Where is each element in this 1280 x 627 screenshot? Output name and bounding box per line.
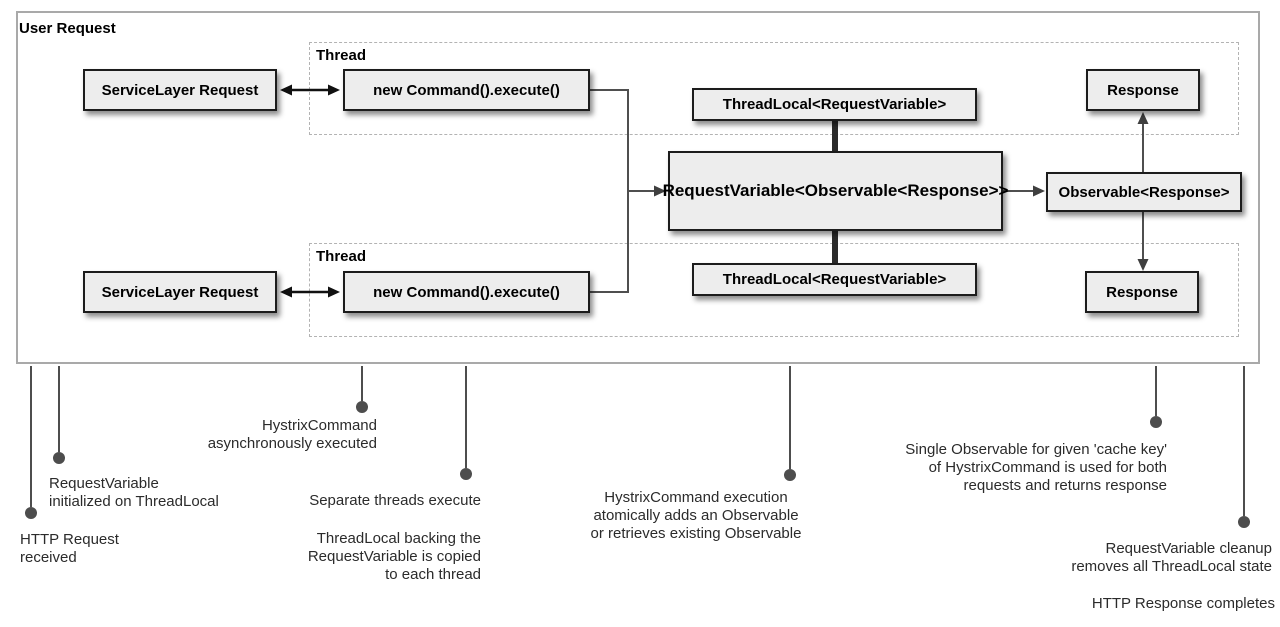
annotation-threadlocal-backing: ThreadLocal backing the RequestVariable … bbox=[307, 530, 481, 583]
node-service-layer-request-bottom: ServiceLayer Request bbox=[83, 271, 277, 313]
node-service-layer-request-top: ServiceLayer Request bbox=[83, 69, 277, 111]
annotation-http-response: HTTP Response completes bbox=[1091, 595, 1275, 612]
node-threadlocal-top: ThreadLocal<RequestVariable> bbox=[692, 88, 977, 121]
annotation-hystrix-async: HystrixCommand asynchronously executed bbox=[207, 417, 377, 452]
annotation-http-request: HTTP Request received bbox=[20, 531, 119, 566]
thread-region-top bbox=[309, 42, 1239, 135]
annotation-separate-threads: Separate threads execute bbox=[309, 492, 481, 509]
annotation-single-observable: Single Observable for given 'cache key' … bbox=[905, 441, 1167, 494]
thread-label-bottom: Thread bbox=[316, 248, 367, 265]
node-threadlocal-bottom: ThreadLocal<RequestVariable> bbox=[692, 263, 977, 296]
node-new-command-execute-top: new Command().execute() bbox=[343, 69, 590, 111]
annotation-hystrix-exec: HystrixCommand execution atomically adds… bbox=[590, 489, 802, 542]
thread-label-top: Thread bbox=[316, 47, 367, 64]
annotation-reqvar-init: RequestVariable initialized on ThreadLoc… bbox=[49, 475, 219, 510]
node-response-bottom: Response bbox=[1085, 271, 1199, 313]
node-observable: Observable<Response> bbox=[1046, 172, 1242, 212]
user-request-label: User Request bbox=[19, 20, 116, 37]
node-response-top: Response bbox=[1086, 69, 1200, 111]
thread-region-bottom bbox=[309, 243, 1239, 337]
annotation-reqvar-cleanup: RequestVariable cleanup removes all Thre… bbox=[1071, 540, 1272, 575]
node-new-command-execute-bottom: new Command().execute() bbox=[343, 271, 590, 313]
node-request-variable: RequestVariable<Observable<Response>> bbox=[663, 151, 1008, 231]
